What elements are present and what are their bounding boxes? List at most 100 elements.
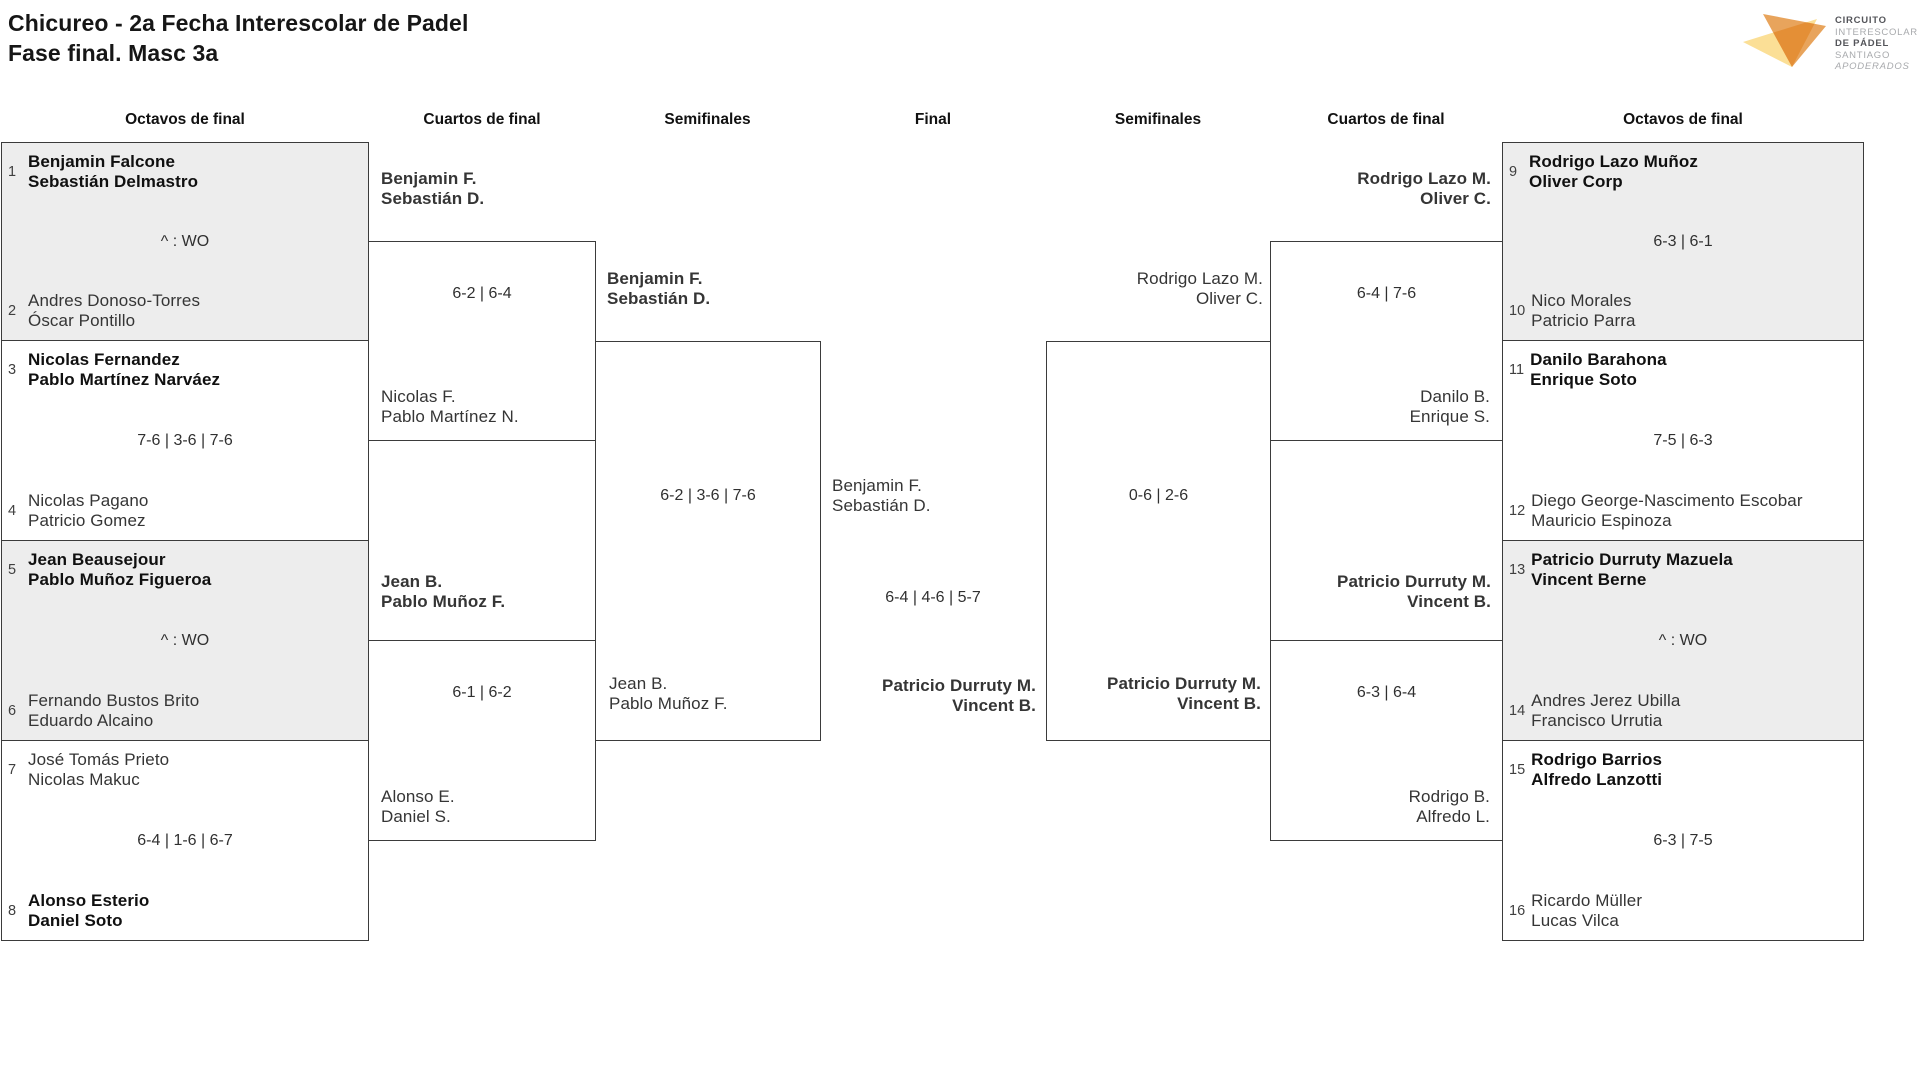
match-score: 6-4 | 7-6	[1356, 285, 1417, 302]
player-name: Jean B.	[381, 572, 443, 591]
player-name: Rodrigo B.	[1408, 787, 1490, 806]
player-name: Óscar Pontillo	[28, 311, 136, 330]
match-score: 6-3 | 6-4	[1356, 684, 1417, 701]
player-name: Vincent Berne	[1531, 570, 1647, 589]
player-name: Patricio Durruty Mazuela	[1531, 550, 1733, 569]
team-names: Fernando Bustos Brito Eduardo Alcaino	[28, 691, 199, 731]
logo-line-apoderados: APODERADOS	[1835, 61, 1910, 73]
team-pair: 5 Jean Beausejour Pablo Muñoz Figueroa	[8, 550, 363, 590]
player-name: Nico Morales	[1531, 291, 1632, 310]
team-pair: 8 Alonso Esterio Daniel Soto	[8, 891, 363, 931]
player-name: Rodrigo Lazo M.	[1136, 269, 1263, 288]
player-name: Patricio Parra	[1531, 311, 1636, 330]
player-name: Alfredo Lanzotti	[1531, 770, 1663, 789]
final-score: 6-4 | 4-6 | 5-7	[885, 589, 981, 606]
team-names: Jean B. Pablo Muñoz F.	[609, 674, 728, 714]
team-pair: 4 Nicolas Pagano Patricio Gomez	[8, 491, 363, 531]
match-box-left-qf-2: 6-1 | 6-2 Alonso E. Daniel S.	[369, 640, 596, 841]
team-pair: 9 Rodrigo Lazo Muñoz Oliver Corp	[1509, 152, 1858, 192]
player-name: Sebastián D.	[607, 289, 711, 308]
player-name: Benjamin Falcone	[28, 152, 176, 171]
seed-number: 15	[1509, 762, 1526, 778]
match-box-right-qf-2: 6-3 | 6-4 Rodrigo B. Alfredo L.	[1270, 640, 1503, 841]
team-names: Rodrigo Lazo Muñoz Oliver Corp	[1529, 152, 1698, 192]
player-name: Benjamin F.	[381, 169, 477, 188]
team-names: Patricio Durruty M. Vincent B.	[1107, 674, 1261, 714]
match-box-left-r16-4: 7 José Tomás Prieto Nicolas Makuc 6-4 | …	[1, 740, 369, 941]
player-name: Jean Beausejour	[28, 550, 166, 569]
seed-number: 5	[8, 562, 17, 578]
match-score: ^ : WO	[160, 631, 210, 649]
player-name: Nicolas F.	[381, 387, 456, 406]
advancing-team-left-qf-1: Benjamin F. Sebastián D.	[381, 169, 484, 209]
header-right-r16: Octavos de final	[1623, 111, 1743, 128]
header-final: Final	[914, 111, 952, 128]
seed-number: 3	[8, 362, 17, 378]
match-box-left-r16-3: 5 Jean Beausejour Pablo Muñoz Figueroa ^…	[1, 540, 369, 741]
team-names: Patricio Durruty Mazuela Vincent Berne	[1531, 550, 1733, 590]
team-names: Nicolas F. Pablo Martínez N.	[381, 387, 519, 427]
seed-number: 7	[8, 762, 17, 778]
team-pair: 1 Benjamin Falcone Sebastián Delmastro	[8, 152, 363, 192]
player-name: Andres Donoso-Torres	[28, 291, 201, 310]
match-score: 7-5 | 6-3	[1653, 431, 1713, 449]
player-name: Benjamin F.	[607, 269, 703, 288]
seed-number: 9	[1509, 164, 1518, 180]
team-pair: 3 Nicolas Fernandez Pablo Martínez Narvá…	[8, 350, 363, 390]
seed-number: 10	[1509, 303, 1526, 319]
match-box-right-r16-2: 11 Danilo Barahona Enrique Soto 7-5 | 6-…	[1502, 340, 1864, 541]
player-name: Nicolas Fernandez	[28, 350, 180, 369]
team-names: Rodrigo B. Alfredo L.	[1409, 787, 1490, 827]
team-pair: 14 Andres Jerez Ubilla Francisco Urrutia	[1509, 691, 1858, 731]
final-team-bottom-champion: Patricio Durruty M. Vincent B.	[820, 676, 1036, 716]
logo-line-de-padel: DE PÁDEL	[1835, 38, 1890, 50]
logo-mark-icon	[1743, 14, 1826, 67]
team-names: Danilo B. Enrique S.	[1410, 387, 1490, 427]
player-name: Alfredo L.	[1416, 807, 1490, 826]
match-box-right-r16-3: 13 Patricio Durruty Mazuela Vincent Bern…	[1502, 540, 1864, 741]
player-name: Vincent B.	[1407, 592, 1491, 611]
player-name: Sebastián D.	[381, 189, 485, 208]
team-pair: 6 Fernando Bustos Brito Eduardo Alcaino	[8, 691, 363, 731]
player-name: Vincent B.	[1177, 694, 1261, 713]
player-name: Rodrigo Lazo Muñoz	[1529, 152, 1698, 171]
team-names: Andres Donoso-Torres Óscar Pontillo	[28, 291, 200, 331]
match-score: 6-3 | 6-1	[1653, 232, 1713, 250]
team-pair: 13 Patricio Durruty Mazuela Vincent Bern…	[1509, 550, 1858, 590]
team-pair: 16 Ricardo Müller Lucas Vilca	[1509, 891, 1858, 931]
player-name: Enrique S.	[1409, 407, 1490, 426]
match-score: ^ : WO	[1658, 631, 1708, 649]
player-name: Vincent B.	[952, 696, 1036, 715]
match-score: 6-3 | 7-5	[1653, 831, 1713, 849]
match-score: 0-6 | 2-6	[1128, 487, 1189, 504]
player-name: Diego George-Nascimento Escobar	[1531, 491, 1803, 510]
team-names: Rodrigo Barrios Alfredo Lanzotti	[1531, 750, 1662, 790]
team-names: Ricardo Müller Lucas Vilca	[1531, 891, 1642, 931]
seed-number: 6	[8, 703, 17, 719]
header-right-sf: Semifinales	[1114, 111, 1202, 128]
team-pair: 11 Danilo Barahona Enrique Soto	[1509, 350, 1858, 390]
match-box-left-r16-2: 3 Nicolas Fernandez Pablo Martínez Narvá…	[1, 340, 369, 541]
advancing-team-left-sf: Benjamin F. Sebastián D.	[607, 269, 710, 309]
player-name: Patricio Durruty M.	[882, 676, 1036, 695]
team-names: Nico Morales Patricio Parra	[1531, 291, 1635, 331]
player-name: Eduardo Alcaino	[28, 711, 154, 730]
player-name: Lucas Vilca	[1531, 911, 1619, 930]
player-name: Jean B.	[609, 674, 668, 693]
player-name: Pablo Muñoz Figueroa	[28, 570, 212, 589]
match-box-left-qf-1: 6-2 | 6-4 Nicolas F. Pablo Martínez N.	[369, 241, 596, 441]
match-box-left-r16-1: 1 Benjamin Falcone Sebastián Delmastro ^…	[1, 142, 369, 341]
seed-number: 13	[1509, 562, 1526, 578]
logo-line-circuito: CIRCUITO	[1835, 15, 1887, 26]
player-name: Daniel S.	[381, 807, 451, 826]
player-name: Nicolas Makuc	[28, 770, 140, 789]
player-name: Pablo Muñoz F.	[381, 592, 506, 611]
player-name: Andres Jerez Ubilla	[1531, 691, 1681, 710]
seed-number: 14	[1509, 703, 1526, 719]
team-names: Andres Jerez Ubilla Francisco Urrutia	[1531, 691, 1680, 731]
player-name: Oliver C.	[1195, 289, 1263, 308]
player-name: Patricio Durruty M.	[1107, 674, 1261, 693]
team-pair: 10 Nico Morales Patricio Parra	[1509, 291, 1858, 331]
seed-number: 12	[1509, 503, 1526, 519]
header-right-qf: Cuartos de final	[1327, 111, 1445, 128]
